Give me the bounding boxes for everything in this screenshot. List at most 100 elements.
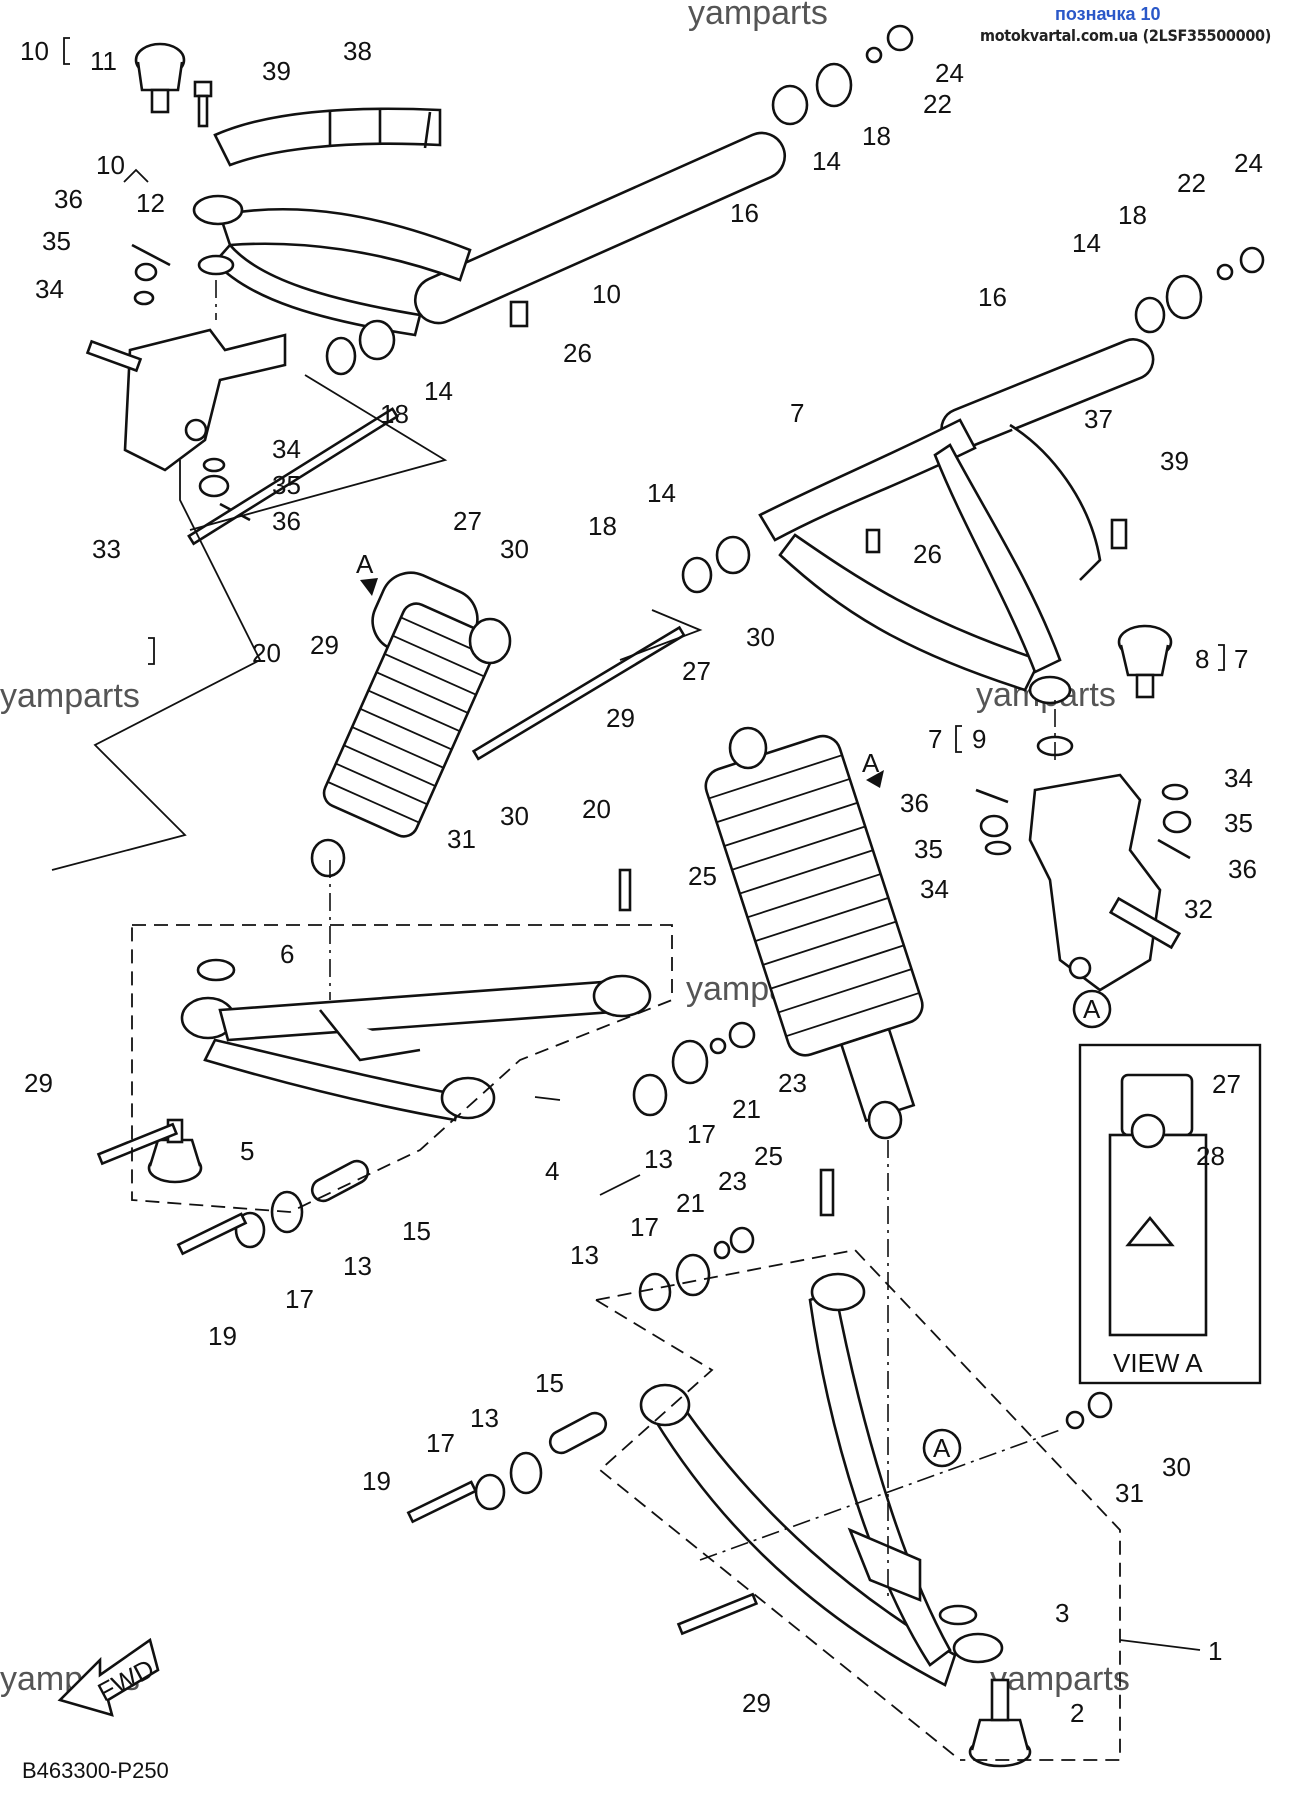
callout-6: 6 (280, 939, 294, 969)
callout-13: 13 (570, 1240, 599, 1270)
callout-10: 10 (592, 279, 621, 309)
callout-39: 39 (262, 56, 291, 86)
view-a-marker-knuckle (1072, 989, 1112, 1029)
callout-5: 5 (240, 1136, 254, 1166)
circlip-12 (197, 254, 235, 276)
center-lines (215, 280, 1061, 1600)
callout-17: 17 (426, 1428, 455, 1458)
circlip-3 (938, 1604, 978, 1626)
callout-26: 26 (563, 338, 592, 368)
assembly-4-outline (131, 924, 673, 1213)
callout-22: 22 (1177, 168, 1206, 198)
callout-13: 13 (343, 1251, 372, 1281)
callout-7: 7 (790, 398, 804, 428)
callout-29: 29 (606, 703, 635, 733)
knuckle-32 (1028, 773, 1182, 992)
callout-30: 30 (500, 534, 529, 564)
view-a-inset (1078, 1043, 1262, 1385)
view-a-marker-label: A (933, 1433, 951, 1463)
upper-right-arm-illustration (758, 338, 1155, 705)
callout-21: 21 (676, 1188, 705, 1218)
callout-25: 25 (754, 1141, 783, 1171)
assembly-1-outline (595, 1249, 1121, 1761)
callout-28: 28 (1196, 1141, 1225, 1171)
view-a-marker-lower-arm (922, 1428, 962, 1468)
callout-4: 4 (545, 1156, 559, 1186)
circlip-6 (196, 958, 236, 982)
callout-23: 23 (718, 1166, 747, 1196)
bushings-lower-right (406, 1168, 1113, 1636)
ball-joint-11 (134, 42, 186, 114)
group-bracket (955, 644, 1225, 753)
callout-34: 34 (35, 274, 64, 304)
callout-7: 7 (1234, 644, 1248, 674)
arrow-a-right (866, 770, 884, 788)
callout-14: 14 (424, 376, 453, 406)
bolt-39-upper (193, 80, 213, 128)
callout-39: 39 (1160, 446, 1189, 476)
callout-16: 16 (978, 282, 1007, 312)
hardware-right (975, 783, 1192, 860)
callout-34: 34 (920, 874, 949, 904)
callout-labels: 10 11 39 38 24 22 18 14 10 12 36 35 34 1… (20, 36, 1263, 1728)
callout-9: 9 (972, 724, 986, 754)
watermark: yamparts (990, 1660, 1130, 1698)
callout-15: 15 (402, 1216, 431, 1246)
callout-26: 26 (913, 539, 942, 569)
diagram-code: B463300-P250 (22, 1758, 169, 1783)
callout-3: 3 (1055, 1598, 1069, 1628)
callout-24: 24 (1234, 148, 1263, 178)
callout-33: 33 (92, 534, 121, 564)
bushings-upper-right-end (325, 24, 914, 376)
callout-27: 27 (1212, 1069, 1241, 1099)
callout-21: 21 (732, 1094, 761, 1124)
callout-18: 18 (862, 121, 891, 151)
callout-18: 18 (380, 399, 409, 429)
callout-14: 14 (812, 146, 841, 176)
fwd-arrow-icon (57, 1637, 160, 1717)
upper-left-arm-illustration (192, 107, 786, 337)
callout-29: 29 (24, 1068, 53, 1098)
callout-30: 30 (500, 801, 529, 831)
callout-17: 17 (285, 1284, 314, 1314)
callout-35: 35 (272, 470, 301, 500)
watermark: yamparts (0, 677, 140, 715)
callout-20: 20 (582, 794, 611, 824)
ball-joint-8 (1117, 624, 1173, 699)
arrow-a-label: A (356, 549, 374, 579)
shock-absorber-right (704, 726, 924, 1140)
callout-2: 2 (1070, 1698, 1084, 1728)
callout-24: 24 (935, 58, 964, 88)
leader-line (1119, 1639, 1201, 1651)
callout-13: 13 (470, 1403, 499, 1433)
callout-20: 20 (252, 638, 281, 668)
group-bracket (63, 37, 155, 665)
callout-18: 18 (588, 511, 617, 541)
callout-36: 36 (1228, 854, 1257, 884)
long-bolt-20 (471, 625, 686, 761)
diagram-header-title: позначка 10 (1055, 4, 1161, 24)
long-bolt-20 (187, 407, 399, 546)
callout-15: 15 (535, 1368, 564, 1398)
diagram-source-label: motokvartal.com.ua (2LSF35500000) (980, 26, 1272, 45)
callout-25: 25 (688, 861, 717, 891)
callout-17: 17 (687, 1119, 716, 1149)
callout-38: 38 (343, 36, 372, 66)
arrow-a-label: A (862, 748, 880, 778)
watermark: yamparts (688, 0, 828, 32)
view-a-label: VIEW A (1113, 1348, 1203, 1378)
callout-35: 35 (914, 834, 943, 864)
shock-absorber-left (310, 571, 512, 878)
callout-34: 34 (1224, 763, 1253, 793)
callout-31: 31 (1115, 1478, 1144, 1508)
callout-31: 31 (447, 824, 476, 854)
callout-14: 14 (647, 478, 676, 508)
callout-37: 37 (1084, 404, 1113, 434)
callout-27: 27 (453, 506, 482, 536)
callout-30: 30 (1162, 1452, 1191, 1482)
callout-18: 18 (1118, 200, 1147, 230)
callout-23: 23 (778, 1068, 807, 1098)
lower-left-arm-illustration (180, 974, 652, 1122)
callout-29: 29 (742, 1688, 771, 1718)
